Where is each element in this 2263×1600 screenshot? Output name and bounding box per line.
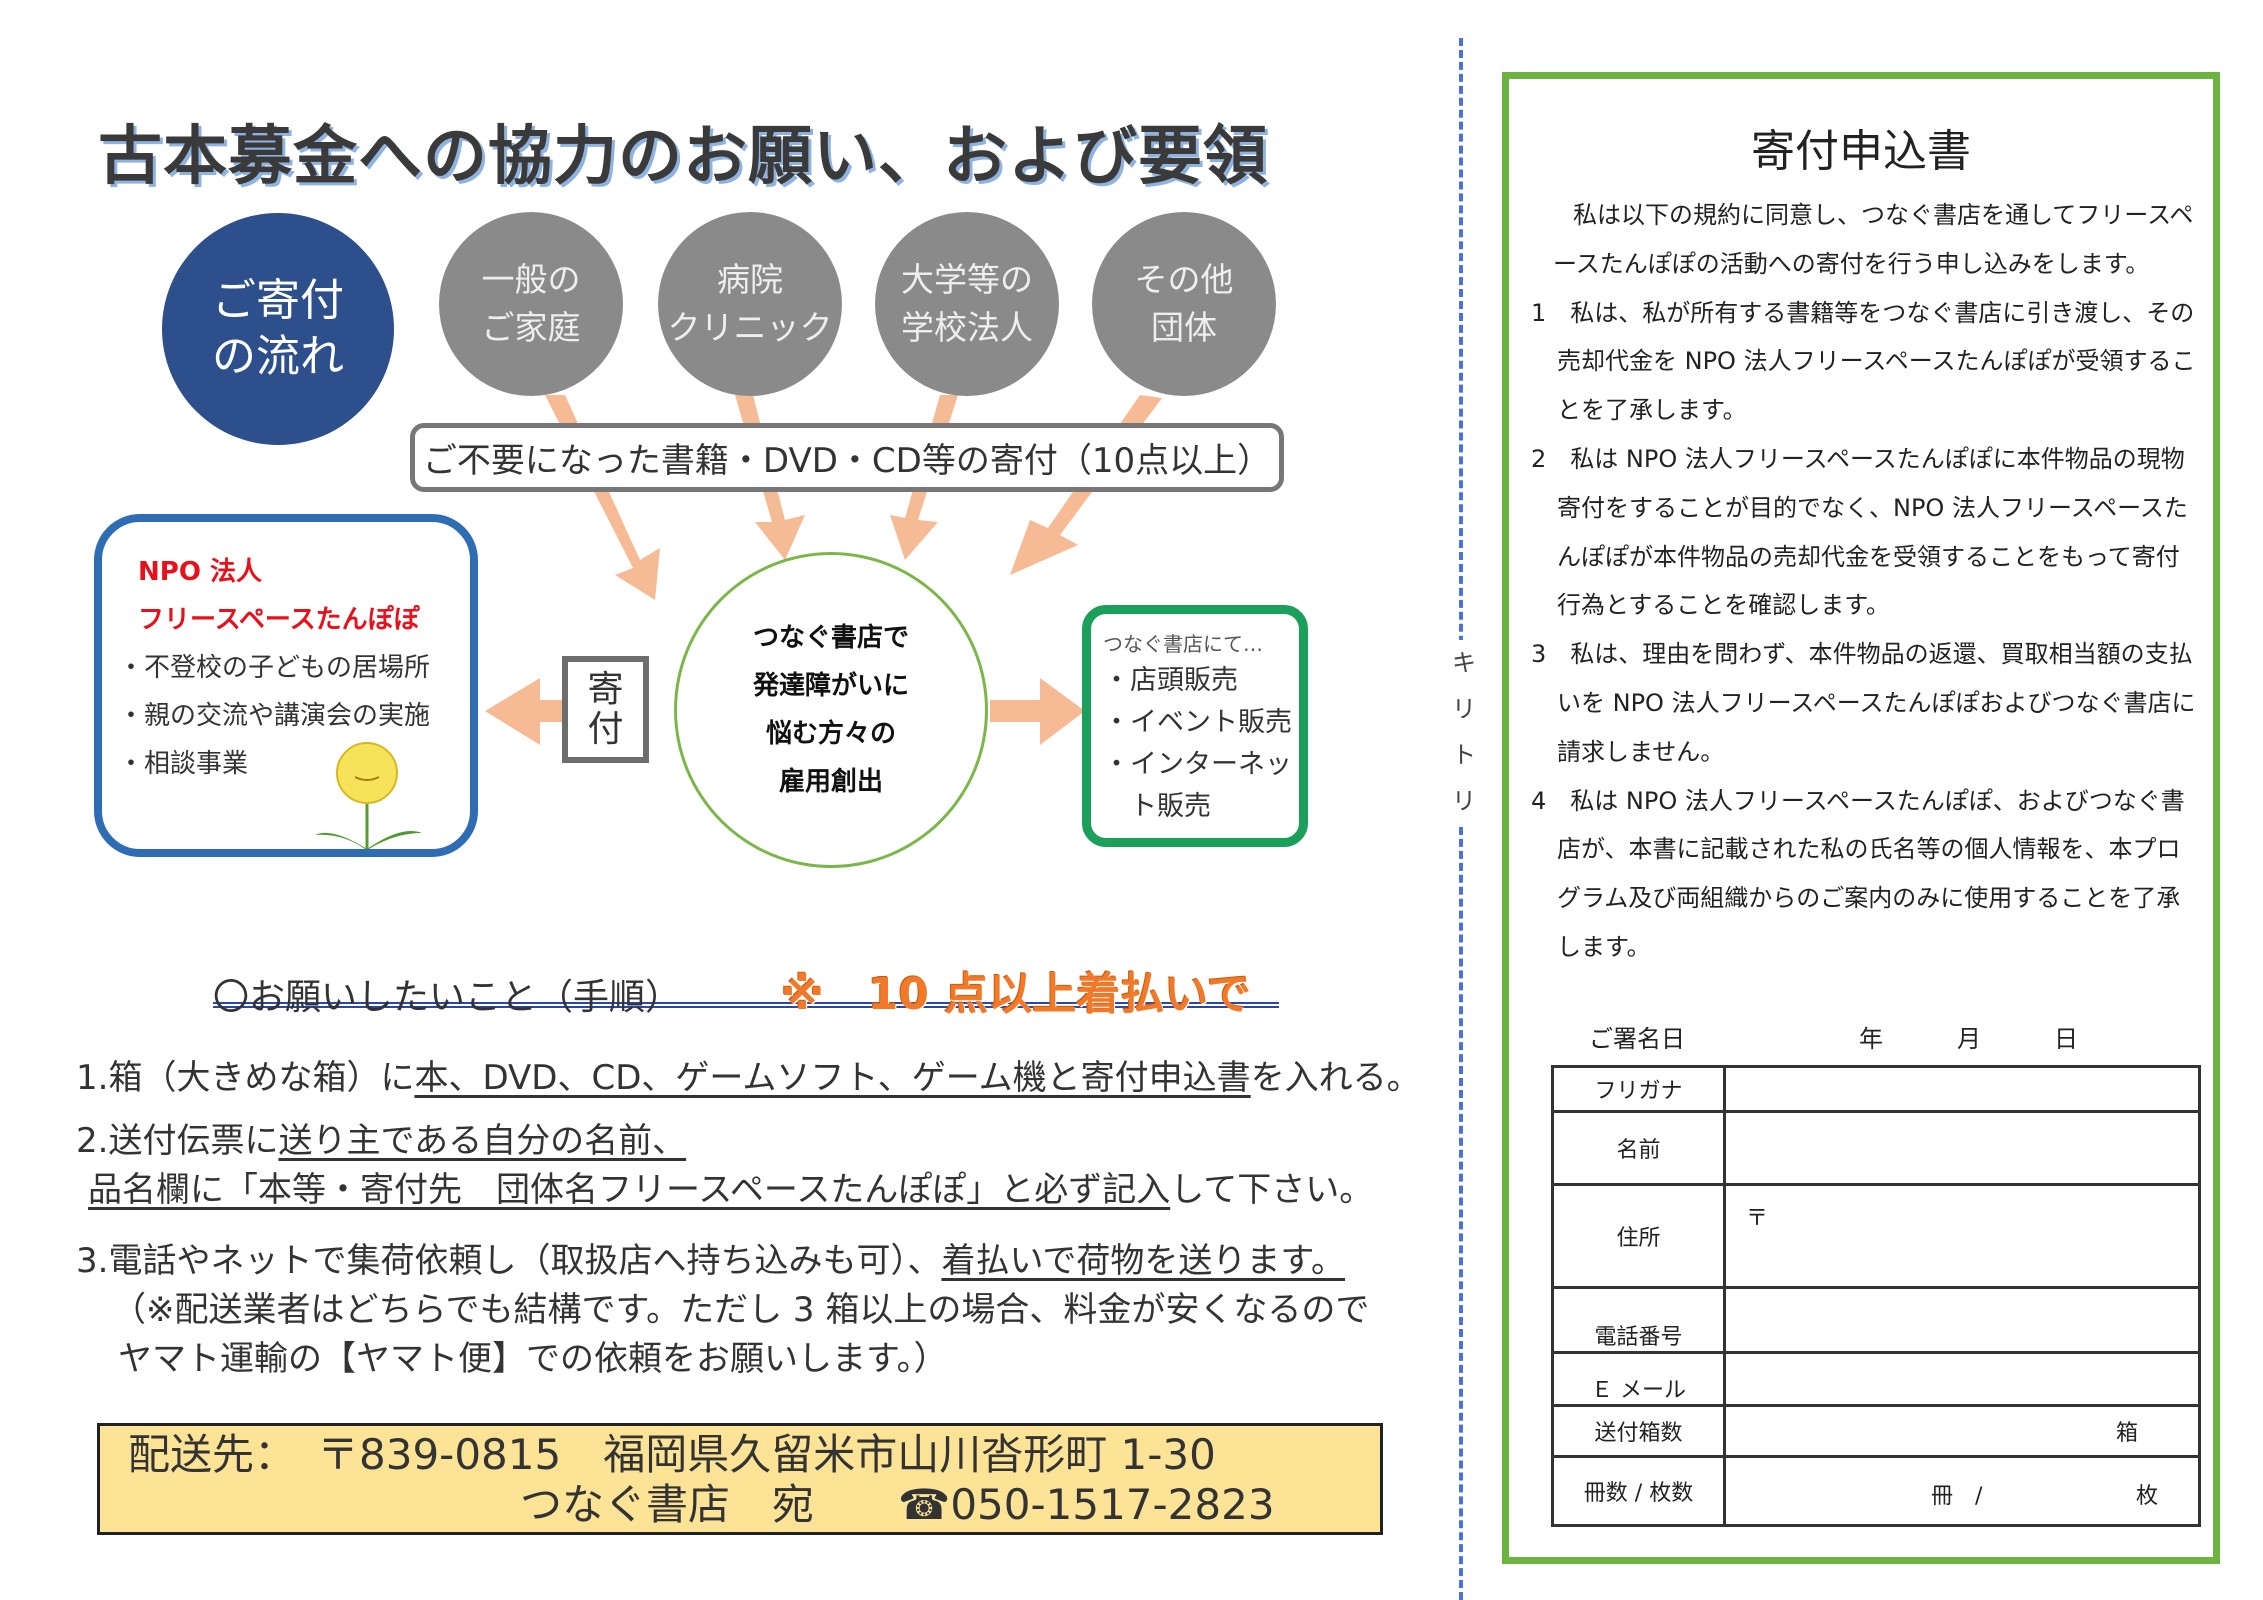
form-title: 寄付申込書	[1751, 126, 1971, 177]
arrow-left	[485, 678, 562, 745]
step-text: 3.電話やネットで集荷依頼し（取扱店へ持ち込みも可）、	[76, 1241, 942, 1281]
terms-clause: 4 私は NPO 法人フリースペースたんぽぽ、およびつなぐ書店が、本書に記載され…	[1531, 786, 2185, 961]
day-label: 日	[2054, 1025, 2078, 1053]
email-field[interactable]	[1723, 1351, 2201, 1407]
step-1: 1.箱（大きめな箱）に本、DVD、CD、ゲームソフト、ゲーム機と寄付申込書を入れ…	[76, 1050, 1421, 1099]
terms-clause: 2 私は NPO 法人フリースペースたんぽぽに本件物品の現物寄付をすることが目的…	[1531, 444, 2188, 620]
mission-line: 雇用創出	[778, 767, 883, 797]
furigana-field[interactable]	[1723, 1065, 2201, 1113]
sales-item: ・イベント販売	[1103, 707, 1292, 738]
mission-line: 悩む方々の	[765, 719, 896, 749]
cod-highlight: ※ 10 点以上着払いで	[781, 969, 1252, 1020]
address-line: 配送先： 〒839-0815 福岡県久留米市山川沓形町 1-30	[128, 1430, 1216, 1479]
step-2-line2: 品名欄に「本等・寄付先 団体名フリースペースたんぽぽ」と必ず記入して下さい。	[88, 1162, 1373, 1211]
boxes-label: 送付箱数	[1551, 1404, 1726, 1458]
npo-item: ・相談事業	[118, 749, 249, 779]
sales-item: ・店頭販売	[1103, 665, 1238, 696]
discs-unit: 枚	[2135, 1484, 2158, 1509]
boxes-unit: 箱	[2115, 1421, 2138, 1446]
npo-label: NPO 法人	[138, 557, 262, 587]
form-terms: 私は以下の規約に同意し、つなぐ書店を通してフリースペースたんぽぽの活動への寄付を…	[1531, 191, 2201, 972]
donation-flow-badge: ご寄付 の流れ	[162, 213, 394, 445]
terms-clause: 3 私は、理由を問わず、本件物品の返還、買取相当額の支払いを NPO 法人フリー…	[1531, 640, 2196, 766]
signature-date: ご署名日 年 月 日	[1589, 1019, 2149, 1054]
recipient-phone-line: つなぐ書店 宛 ☎050-1517-2823	[520, 1480, 1275, 1529]
arrow-right	[990, 678, 1085, 745]
step-underlined: 品名欄に「本等・寄付先 団体名フリースペースたんぽぽ」と必ず記入	[88, 1170, 1171, 1210]
donation-items-box: ご不要になった書籍・DVD・CD等の寄付（10点以上）	[410, 423, 1284, 492]
sales-item: ト販売	[1103, 791, 1211, 822]
dandelion-icon	[315, 742, 422, 849]
sales-item: ・インターネッ	[1103, 749, 1292, 780]
mission-line: 発達障がいに	[752, 671, 909, 701]
phone-field[interactable]	[1723, 1286, 2201, 1354]
furigana-label: フリガナ	[1551, 1065, 1726, 1113]
request-heading-text: 〇お願いしたいこと（手順）	[213, 977, 682, 1018]
npo-item: ・親の交流や講演会の実施	[118, 701, 431, 731]
step-3: 3.電話やネットで集荷依頼し（取扱店へ持ち込みも可）、着払いで荷物を送ります。	[76, 1233, 1345, 1282]
postal-mark: 〒	[1746, 1206, 1769, 1231]
donor-household: 一般の ご家庭	[439, 212, 623, 396]
npo-box: NPO 法人 フリースペースたんぽぽ ・不登校の子どもの居場所 ・親の交流や講演…	[94, 514, 478, 857]
cut-label: キリトリ	[1452, 640, 1476, 824]
step-text: 1.箱（大きめな箱）に	[76, 1058, 415, 1098]
books-unit: 冊 /	[1931, 1484, 1983, 1509]
phone-label: 電話番号	[1551, 1286, 1726, 1354]
count-label: 冊数 / 枚数	[1551, 1455, 1726, 1527]
npo-item: ・不登校の子どもの居場所	[118, 653, 431, 683]
donation-application-form: 寄付申込書 私は以下の規約に同意し、つなぐ書店を通してフリースペースたんぽぽの活…	[1502, 72, 2220, 1564]
bookstore-mission-circle: つなぐ書店で 発達障がいに 悩む方々の 雇用創出	[674, 552, 988, 868]
step-text: して下さい。	[1170, 1170, 1374, 1210]
donor-school: 大学等の 学校法人	[875, 212, 1059, 396]
terms-clause: 1 私は、私が所有する書籍等をつなぐ書店に引き渡し、その売却代金を NPO 法人…	[1531, 298, 2196, 425]
step-3-note: （※配送業者はどちらでも結構です。ただし 3 箱以上の場合、料金が安くなるので	[112, 1290, 1370, 1330]
mission-line: つなぐ書店で	[752, 623, 909, 653]
applicant-table: フリガナ 名前 住所〒 電話番号 Ｅ メール 送付箱数 箱 冊数 / 枚数 冊 / 枚	[1551, 1065, 2201, 1527]
name-label: 名前	[1551, 1110, 1726, 1186]
date-label: ご署名日	[1589, 1025, 1685, 1053]
year-label: 年	[1859, 1025, 1883, 1053]
step-underlined: 着払いで荷物を送ります。	[941, 1241, 1346, 1281]
donation-label-box: 寄 付	[562, 656, 649, 763]
request-heading: 〇お願いしたいこと（手順） ※ 10 点以上着払いで	[213, 958, 1279, 1020]
sales-box: つなぐ書店にて… ・店頭販売 ・イベント販売 ・インターネッ ト販売	[1082, 605, 1308, 847]
address-label: 住所	[1551, 1183, 1726, 1289]
month-label: 月	[1957, 1025, 1981, 1053]
npo-name: フリースペースたんぽぽ	[138, 605, 420, 635]
step-underlined: 送り主である自分の名前、	[278, 1121, 687, 1161]
step-underlined: 本、DVD、CD、ゲームソフト、ゲーム機と寄付申込書	[414, 1058, 1251, 1098]
name-field[interactable]	[1723, 1110, 2201, 1186]
boxes-field[interactable]: 箱	[1723, 1404, 2201, 1458]
donor-other: その他 団体	[1092, 212, 1276, 396]
step-3-note: ヤマト運輸の【ヤマト便】での依頼をお願いします。）	[118, 1339, 948, 1379]
address-field[interactable]: 〒	[1723, 1183, 2201, 1289]
count-field[interactable]: 冊 / 枚	[1723, 1455, 2201, 1527]
step-2: 2.送付伝票に送り主である自分の名前、	[76, 1113, 686, 1162]
donor-hospital: 病院 クリニック	[658, 212, 842, 396]
email-label: Ｅ メール	[1551, 1351, 1726, 1407]
step-text: 2.送付伝票に	[76, 1121, 279, 1161]
step-text: を入れる。	[1250, 1058, 1421, 1098]
sales-heading: つなぐ書店にて…	[1103, 632, 1263, 656]
page-title: 古本募金への協力のお願い、および要領	[98, 120, 1268, 194]
terms-intro: 私は以下の規約に同意し、つなぐ書店を通してフリースペースたんぽぽの活動への寄付を…	[1553, 201, 2194, 278]
